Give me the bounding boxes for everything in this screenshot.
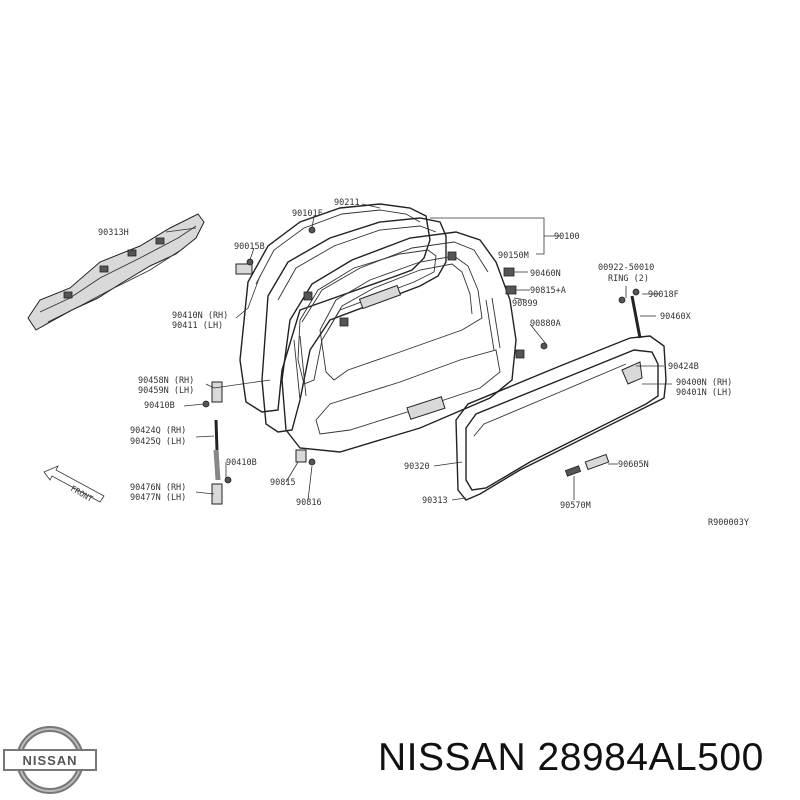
back-door-panel [261,217,447,433]
label-90320: 90320 [404,462,430,472]
part-labels: 90313H 90211 90101F 90100 90015B 90150M … [98,198,749,528]
label-90476N: 90476N (RH) [130,483,186,493]
label-90400N: 90400N (RH) [676,378,732,388]
door-seal-part [239,203,431,413]
label-90401N: 90401N (LH) [676,388,732,398]
label-90460X: 90460X [660,312,692,322]
label-90100: 90100 [554,232,580,242]
label-90815A: 90815+A [530,286,566,296]
label-ring: RING (2) [608,274,649,284]
label-90150M: 90150M [498,251,529,261]
label-90015B: 90015B [234,242,265,252]
label-90460N: 90460N [530,269,561,279]
label-90459N: 90459N (LH) [138,386,194,396]
leader-lines [165,203,672,501]
label-90410B-lower: 90410B [226,458,257,468]
diagram-reference: R900003Y [708,518,749,528]
label-90425Q: 90425Q (LH) [130,437,186,447]
label-90570M: 90570M [560,501,591,511]
label-90211: 90211 [334,198,360,208]
label-00922-50010: 00922-50010 [598,263,654,273]
label-90313H: 90313H [98,228,129,238]
label-90101F: 90101F [292,209,323,219]
front-arrow: FRONT [43,465,105,504]
label-90410N: 90410N (RH) [172,311,228,321]
back-glass-part [455,335,667,501]
label-90411: 90411 (LH) [172,321,223,331]
front-label: FRONT [69,484,95,504]
logo-wordmark: NISSAN [22,753,77,768]
label-90313: 90313 [422,496,448,506]
inner-door-panel [281,231,517,453]
label-90424Q: 90424Q (RH) [130,426,186,436]
label-90880A: 90880A [530,319,561,329]
label-90477N: 90477N (LH) [130,493,186,503]
label-90018F: 90018F [648,290,679,300]
label-90899: 90899 [512,299,538,309]
label-90458N: 90458N (RH) [138,376,194,386]
label-90816: 90816 [296,498,322,508]
nissan-logo: NISSAN [3,726,97,794]
label-90815: 90815 [270,478,296,488]
spoiler-part [27,213,205,331]
part-number-title: NISSAN 28984AL500 [378,736,764,779]
hinge-parts [202,226,643,505]
label-90410B-upper: 90410B [144,401,175,411]
label-90605N: 90605N [618,460,649,470]
label-90424B: 90424B [668,362,699,372]
